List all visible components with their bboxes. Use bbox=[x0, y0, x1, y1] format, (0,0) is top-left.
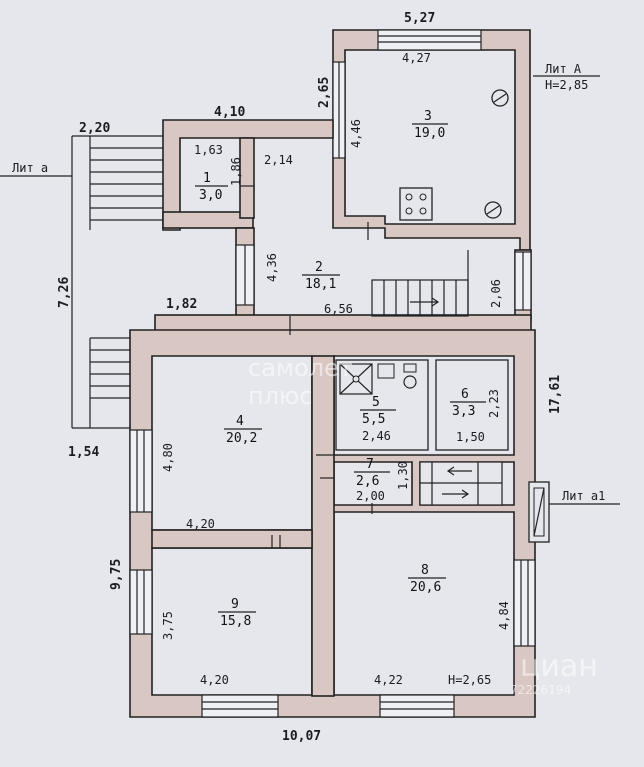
wall-room-4-9 bbox=[151, 529, 313, 549]
dim-r9-375: 3,75 bbox=[161, 611, 175, 640]
room-4-number: 4 bbox=[236, 414, 244, 429]
annex-a1 bbox=[528, 481, 550, 543]
watermark-logo-top: самолет bbox=[248, 354, 353, 382]
room-5-number: 5 bbox=[372, 395, 380, 410]
dim-r6-223: 2,23 bbox=[487, 389, 501, 418]
label-lit-A: Лит А bbox=[545, 62, 582, 76]
room-6-number: 6 bbox=[461, 387, 469, 402]
gas-meter-icon bbox=[484, 201, 502, 219]
dim-top-410: 4,10 bbox=[214, 105, 245, 120]
dim-right-1761: 17,61 bbox=[548, 375, 563, 414]
dim-mid-182: 1,82 bbox=[166, 297, 197, 312]
watermark-cian: циан bbox=[520, 649, 598, 684]
room-5-area: 5,5 bbox=[362, 412, 385, 427]
dim-inner-427: 4,27 bbox=[402, 51, 431, 65]
room-3-area: 19,0 bbox=[414, 126, 445, 141]
room-2-number: 2 bbox=[315, 260, 323, 275]
label-lit-a: Лит а bbox=[12, 161, 48, 175]
window-room-9-bottom bbox=[201, 694, 279, 718]
watermark-code: 72226194 bbox=[510, 683, 571, 697]
dim-r7-200: 2,00 bbox=[356, 489, 385, 503]
dim-r2-436: 4,36 bbox=[265, 253, 279, 282]
sink-icon bbox=[377, 363, 395, 379]
shower-icon bbox=[339, 363, 373, 395]
dim-r4-480: 4,80 bbox=[161, 443, 175, 472]
room-3-walls bbox=[332, 29, 531, 251]
dim-r2-214: 2,14 bbox=[264, 153, 293, 167]
room-8-area: 20,6 bbox=[410, 580, 441, 595]
room-9-area: 15,8 bbox=[220, 614, 251, 629]
window-room-8-bottom bbox=[379, 694, 455, 718]
stairs-upper bbox=[371, 279, 469, 317]
dim-r1-186: 1,86 bbox=[229, 157, 243, 186]
dim-r9-420: 4,20 bbox=[200, 673, 229, 687]
room-9-number: 9 bbox=[231, 597, 239, 612]
dim-r1-163: 1,63 bbox=[194, 143, 223, 157]
room-8-number: 8 bbox=[421, 563, 429, 578]
porch-steps bbox=[71, 135, 163, 429]
dim-r8-484: 4,84 bbox=[497, 601, 511, 630]
label-lit-a1: Лит а1 bbox=[562, 489, 605, 503]
room-3-number: 3 bbox=[424, 109, 432, 124]
room-1-number: 1 bbox=[203, 171, 211, 186]
stove-icon bbox=[399, 187, 433, 221]
dim-side-446: 4,46 bbox=[349, 119, 363, 148]
room-4-area: 20,2 bbox=[226, 431, 257, 446]
dim-top-527: 5,27 bbox=[404, 11, 435, 26]
dim-left-726: 7,26 bbox=[57, 277, 72, 308]
label-h-285: H=2,85 bbox=[545, 78, 588, 92]
dim-r2-656: 6,56 bbox=[324, 302, 353, 316]
dim-top-220: 2,20 bbox=[79, 121, 110, 136]
room-7-area: 2,6 bbox=[356, 474, 379, 489]
window-room-3-top bbox=[377, 29, 482, 51]
dim-bottom-1007: 10,07 bbox=[282, 729, 321, 744]
toilet-icon bbox=[403, 363, 417, 389]
window-room-9-left bbox=[129, 569, 153, 635]
window-room-8-right bbox=[513, 559, 536, 647]
dim-left-975: 9,75 bbox=[109, 559, 124, 590]
dim-r7-130: 1,30 bbox=[396, 461, 410, 490]
dim-r6-150: 1,50 bbox=[456, 430, 485, 444]
room-6-area: 3,3 bbox=[452, 404, 475, 419]
room-2-area: 18,1 bbox=[305, 277, 336, 292]
dim-left-154: 1,54 bbox=[68, 445, 99, 460]
room-6-box bbox=[435, 359, 509, 451]
room-1-area: 3,0 bbox=[199, 188, 222, 203]
watermark-logo-bottom: плюс bbox=[248, 382, 312, 410]
label-h-265: H=2,65 bbox=[448, 673, 491, 687]
dim-side-265: 2,65 bbox=[317, 77, 332, 108]
dim-r4-420: 4,20 bbox=[186, 517, 215, 531]
wall-center bbox=[311, 355, 335, 697]
room-1-right-wall bbox=[239, 137, 255, 219]
dim-r8-422: 4,22 bbox=[374, 673, 403, 687]
stairs-lower bbox=[419, 461, 503, 506]
dim-r5-246: 2,46 bbox=[362, 429, 391, 443]
boiler-icon bbox=[491, 89, 509, 107]
room-7-number: 7 bbox=[366, 457, 374, 472]
window-room-4-left bbox=[129, 429, 153, 513]
dim-r2-206: 2,06 bbox=[489, 279, 503, 308]
